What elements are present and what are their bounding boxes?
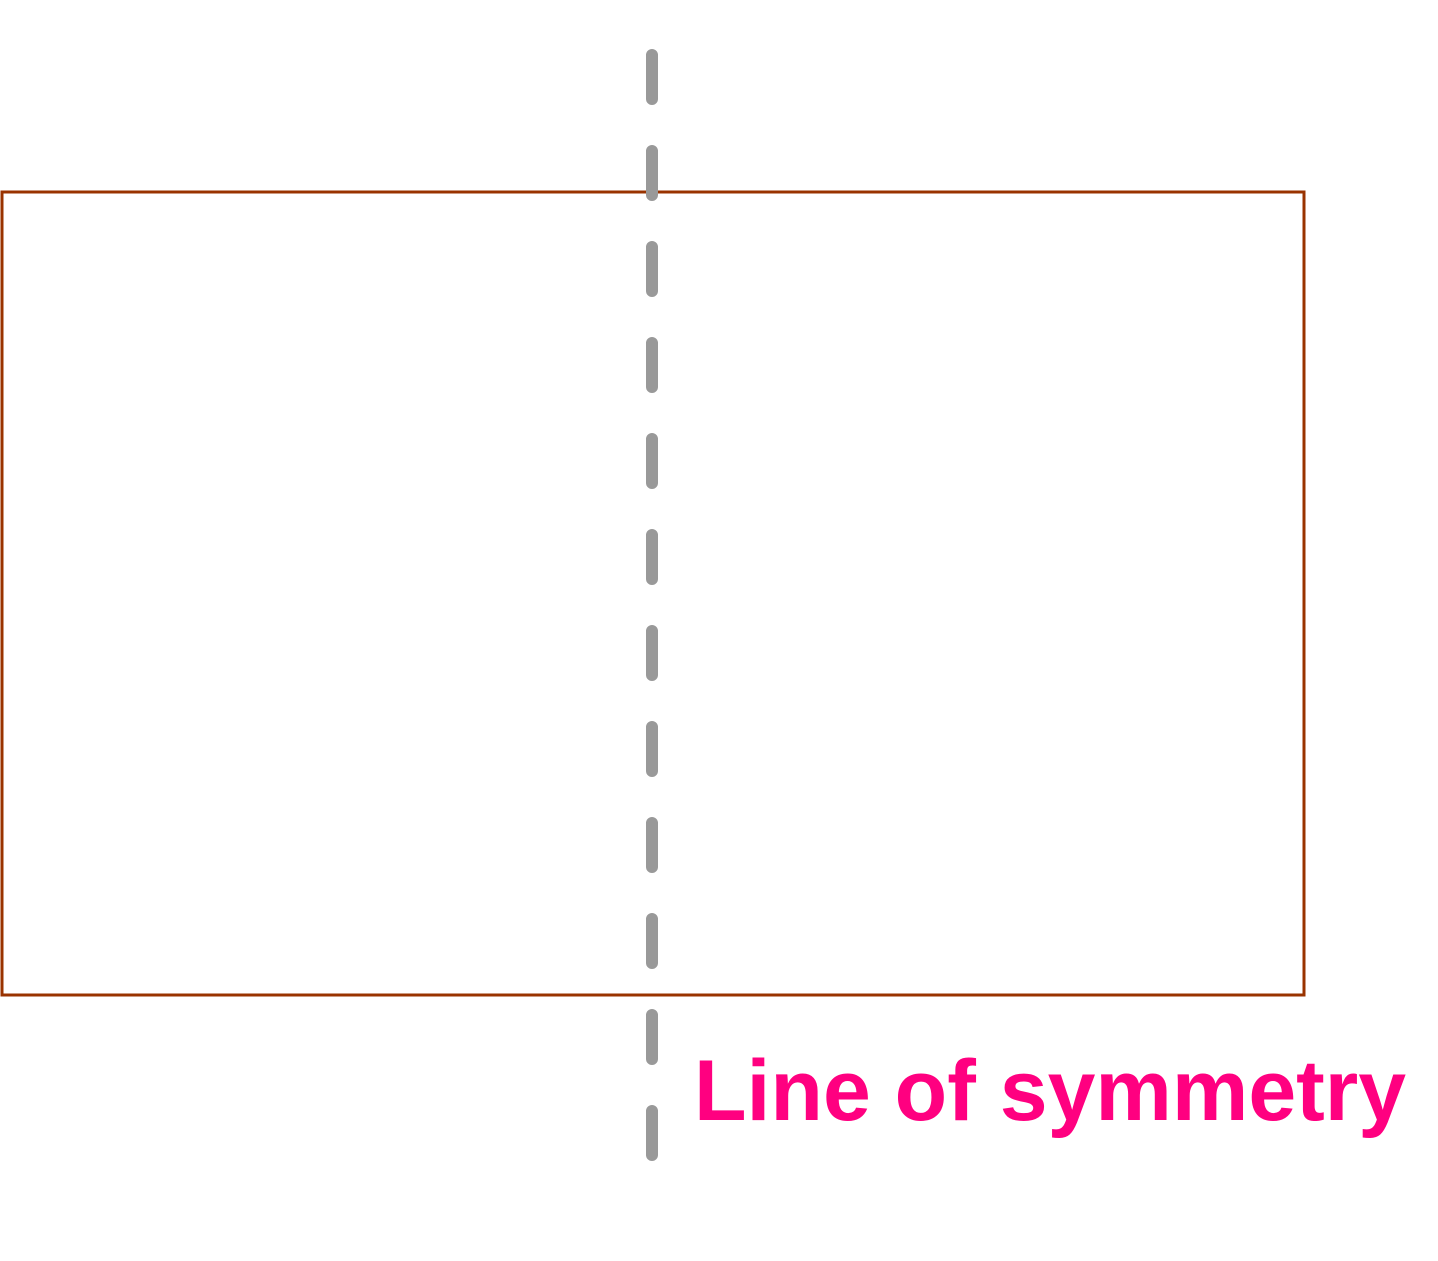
rectangle-shape (0, 190, 1306, 997)
symmetry-label: Line of symmetry (694, 1043, 1406, 1139)
